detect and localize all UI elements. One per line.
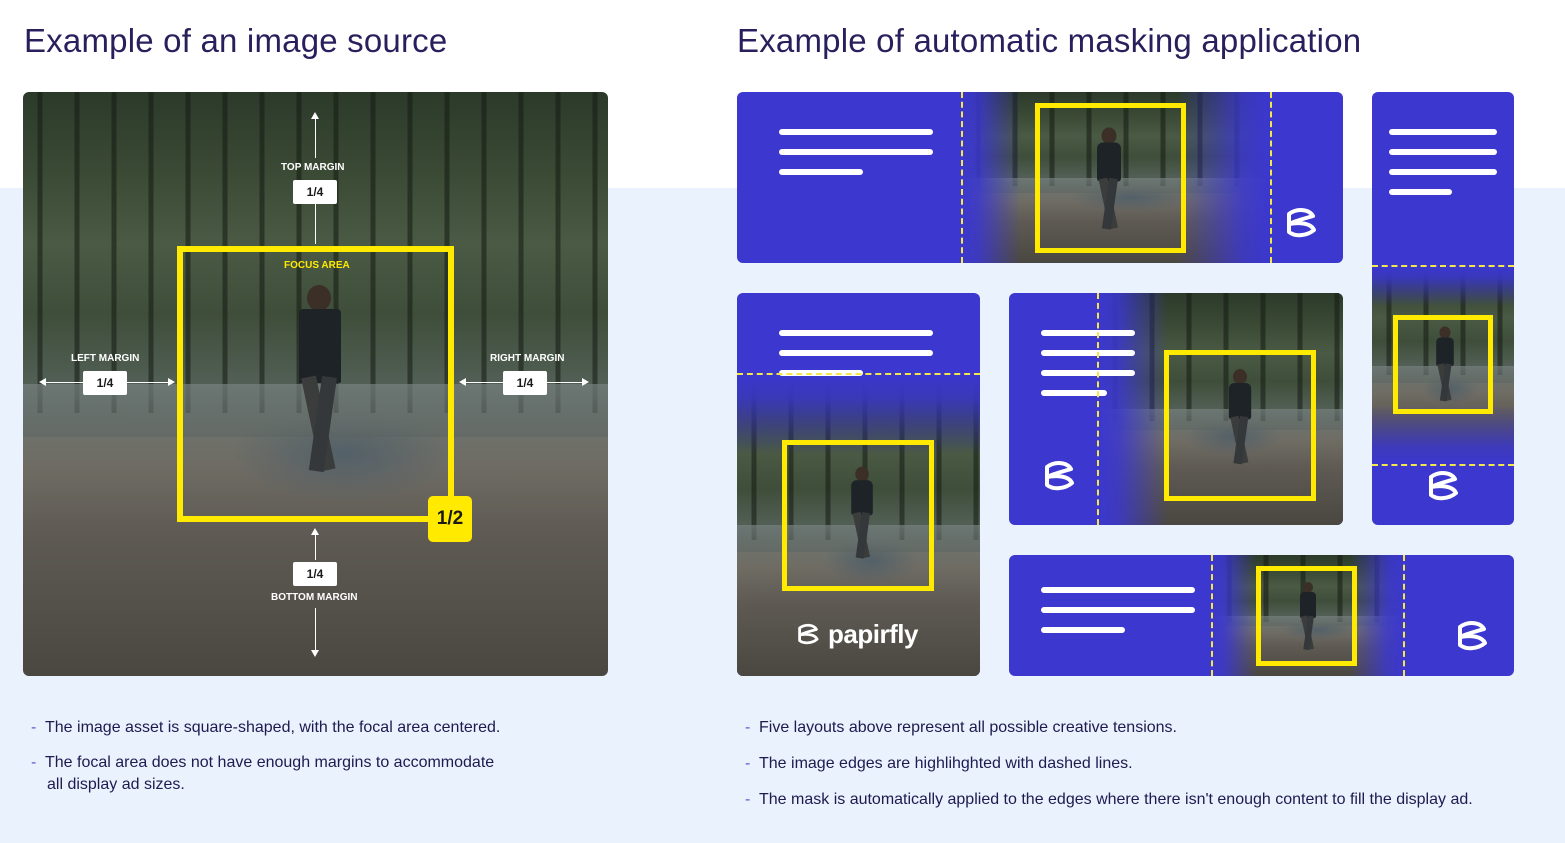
top-margin-value: 1/4 (293, 180, 337, 204)
headline-line (1389, 189, 1452, 195)
headline-line (779, 149, 933, 155)
image-edge-dashed-line (1211, 555, 1213, 676)
headline-line (1041, 330, 1135, 336)
source-image: TOP MARGIN 1/4 1/4 BOTTOM MARGIN LEFT MA… (23, 92, 608, 676)
image-edge-dashed-line (1403, 555, 1405, 676)
headline-line (1041, 390, 1107, 396)
focus-area-box (1164, 350, 1316, 501)
left-margin-label: LEFT MARGIN (71, 353, 140, 364)
left-margin-arrow-icon (39, 378, 46, 386)
image-edge-dashed-line (961, 92, 963, 263)
hiker-figure (1093, 127, 1126, 233)
hiker-figure (1225, 369, 1256, 467)
note-item: -The image edges are highlihghted with d… (745, 755, 1133, 772)
ad-layout-banner (1009, 555, 1514, 676)
notes-right-list: -Five layouts above represent all possib… (737, 717, 1557, 811)
headline-line (1389, 149, 1497, 155)
focus-area-box (1035, 103, 1186, 253)
headline-line (1389, 129, 1497, 135)
image-edge-dashed-line (737, 373, 980, 375)
ad-layout-portrait: papirfly (737, 293, 980, 676)
note-item: -The image asset is square-shaped, with … (31, 719, 501, 736)
hiker-figure (1433, 326, 1457, 404)
bottom-margin-up-arrow-icon (311, 528, 319, 535)
headline-line (1041, 627, 1125, 633)
note-item: -Five layouts above represent all possib… (745, 719, 1177, 736)
note-item: -The focal area does not have enough mar… (31, 754, 495, 793)
papirfly-logo-icon (1458, 621, 1487, 651)
headline-line (779, 129, 933, 135)
headline-line (779, 330, 933, 336)
bottom-margin-label: BOTTOM MARGIN (271, 592, 358, 603)
image-edge-dashed-line (1372, 464, 1514, 466)
hiker-figure (847, 466, 877, 562)
focus-area-box (177, 246, 454, 522)
heading-image-source: Example of an image source (24, 22, 448, 59)
headline-line (779, 350, 933, 356)
hiker-figure (290, 285, 350, 475)
image-edge-dashed-line (1097, 293, 1099, 525)
left-margin-value: 1/4 (83, 371, 127, 395)
right-margin-arrow-icon (582, 378, 589, 386)
papirfly-logo-icon (1287, 208, 1316, 238)
headline-line (779, 169, 863, 175)
bottom-margin-arrow-icon (311, 650, 319, 657)
focus-area-box (1256, 566, 1357, 666)
papirfly-logo-icon (798, 623, 819, 644)
focus-area-size-badge: 1/2 (428, 496, 472, 542)
top-margin-arrow-icon (311, 112, 319, 119)
ad-layout-skyscraper (1372, 92, 1514, 525)
right-margin-label: RIGHT MARGIN (490, 353, 565, 364)
notes-left-list: -The image asset is square-shaped, with … (23, 717, 583, 796)
headline-line (1041, 587, 1195, 593)
headline-line (1041, 350, 1135, 356)
top-margin-label: TOP MARGIN (281, 162, 345, 173)
right-margin-value: 1/4 (503, 371, 547, 395)
bottom-margin-value: 1/4 (293, 562, 337, 586)
focus-area-box (1393, 315, 1493, 414)
hiker-figure (1297, 582, 1319, 652)
note-item: -The mask is automatically applied to th… (745, 791, 1473, 808)
papirfly-wordmark: papirfly (794, 619, 918, 650)
headline-line (1389, 169, 1497, 175)
ad-layout-leaderboard (737, 92, 1343, 263)
heading-masking-application: Example of automatic masking application (737, 22, 1362, 59)
image-edge-dashed-line (1372, 265, 1514, 267)
image-edge-dashed-line (1270, 92, 1272, 263)
papirfly-logo-icon (1045, 461, 1074, 491)
papirfly-wordmark-text: papirfly (828, 619, 918, 649)
focus-area-box (782, 440, 934, 591)
ad-layout-rectangle (1009, 293, 1343, 525)
right-margin-left-arrow-icon (459, 378, 466, 386)
headline-line (1041, 607, 1195, 613)
papirfly-logo-icon (1429, 471, 1458, 501)
focus-area-label: FOCUS AREA (284, 260, 350, 271)
left-margin-right-arrow-icon (168, 378, 175, 386)
headline-line (1041, 370, 1135, 376)
